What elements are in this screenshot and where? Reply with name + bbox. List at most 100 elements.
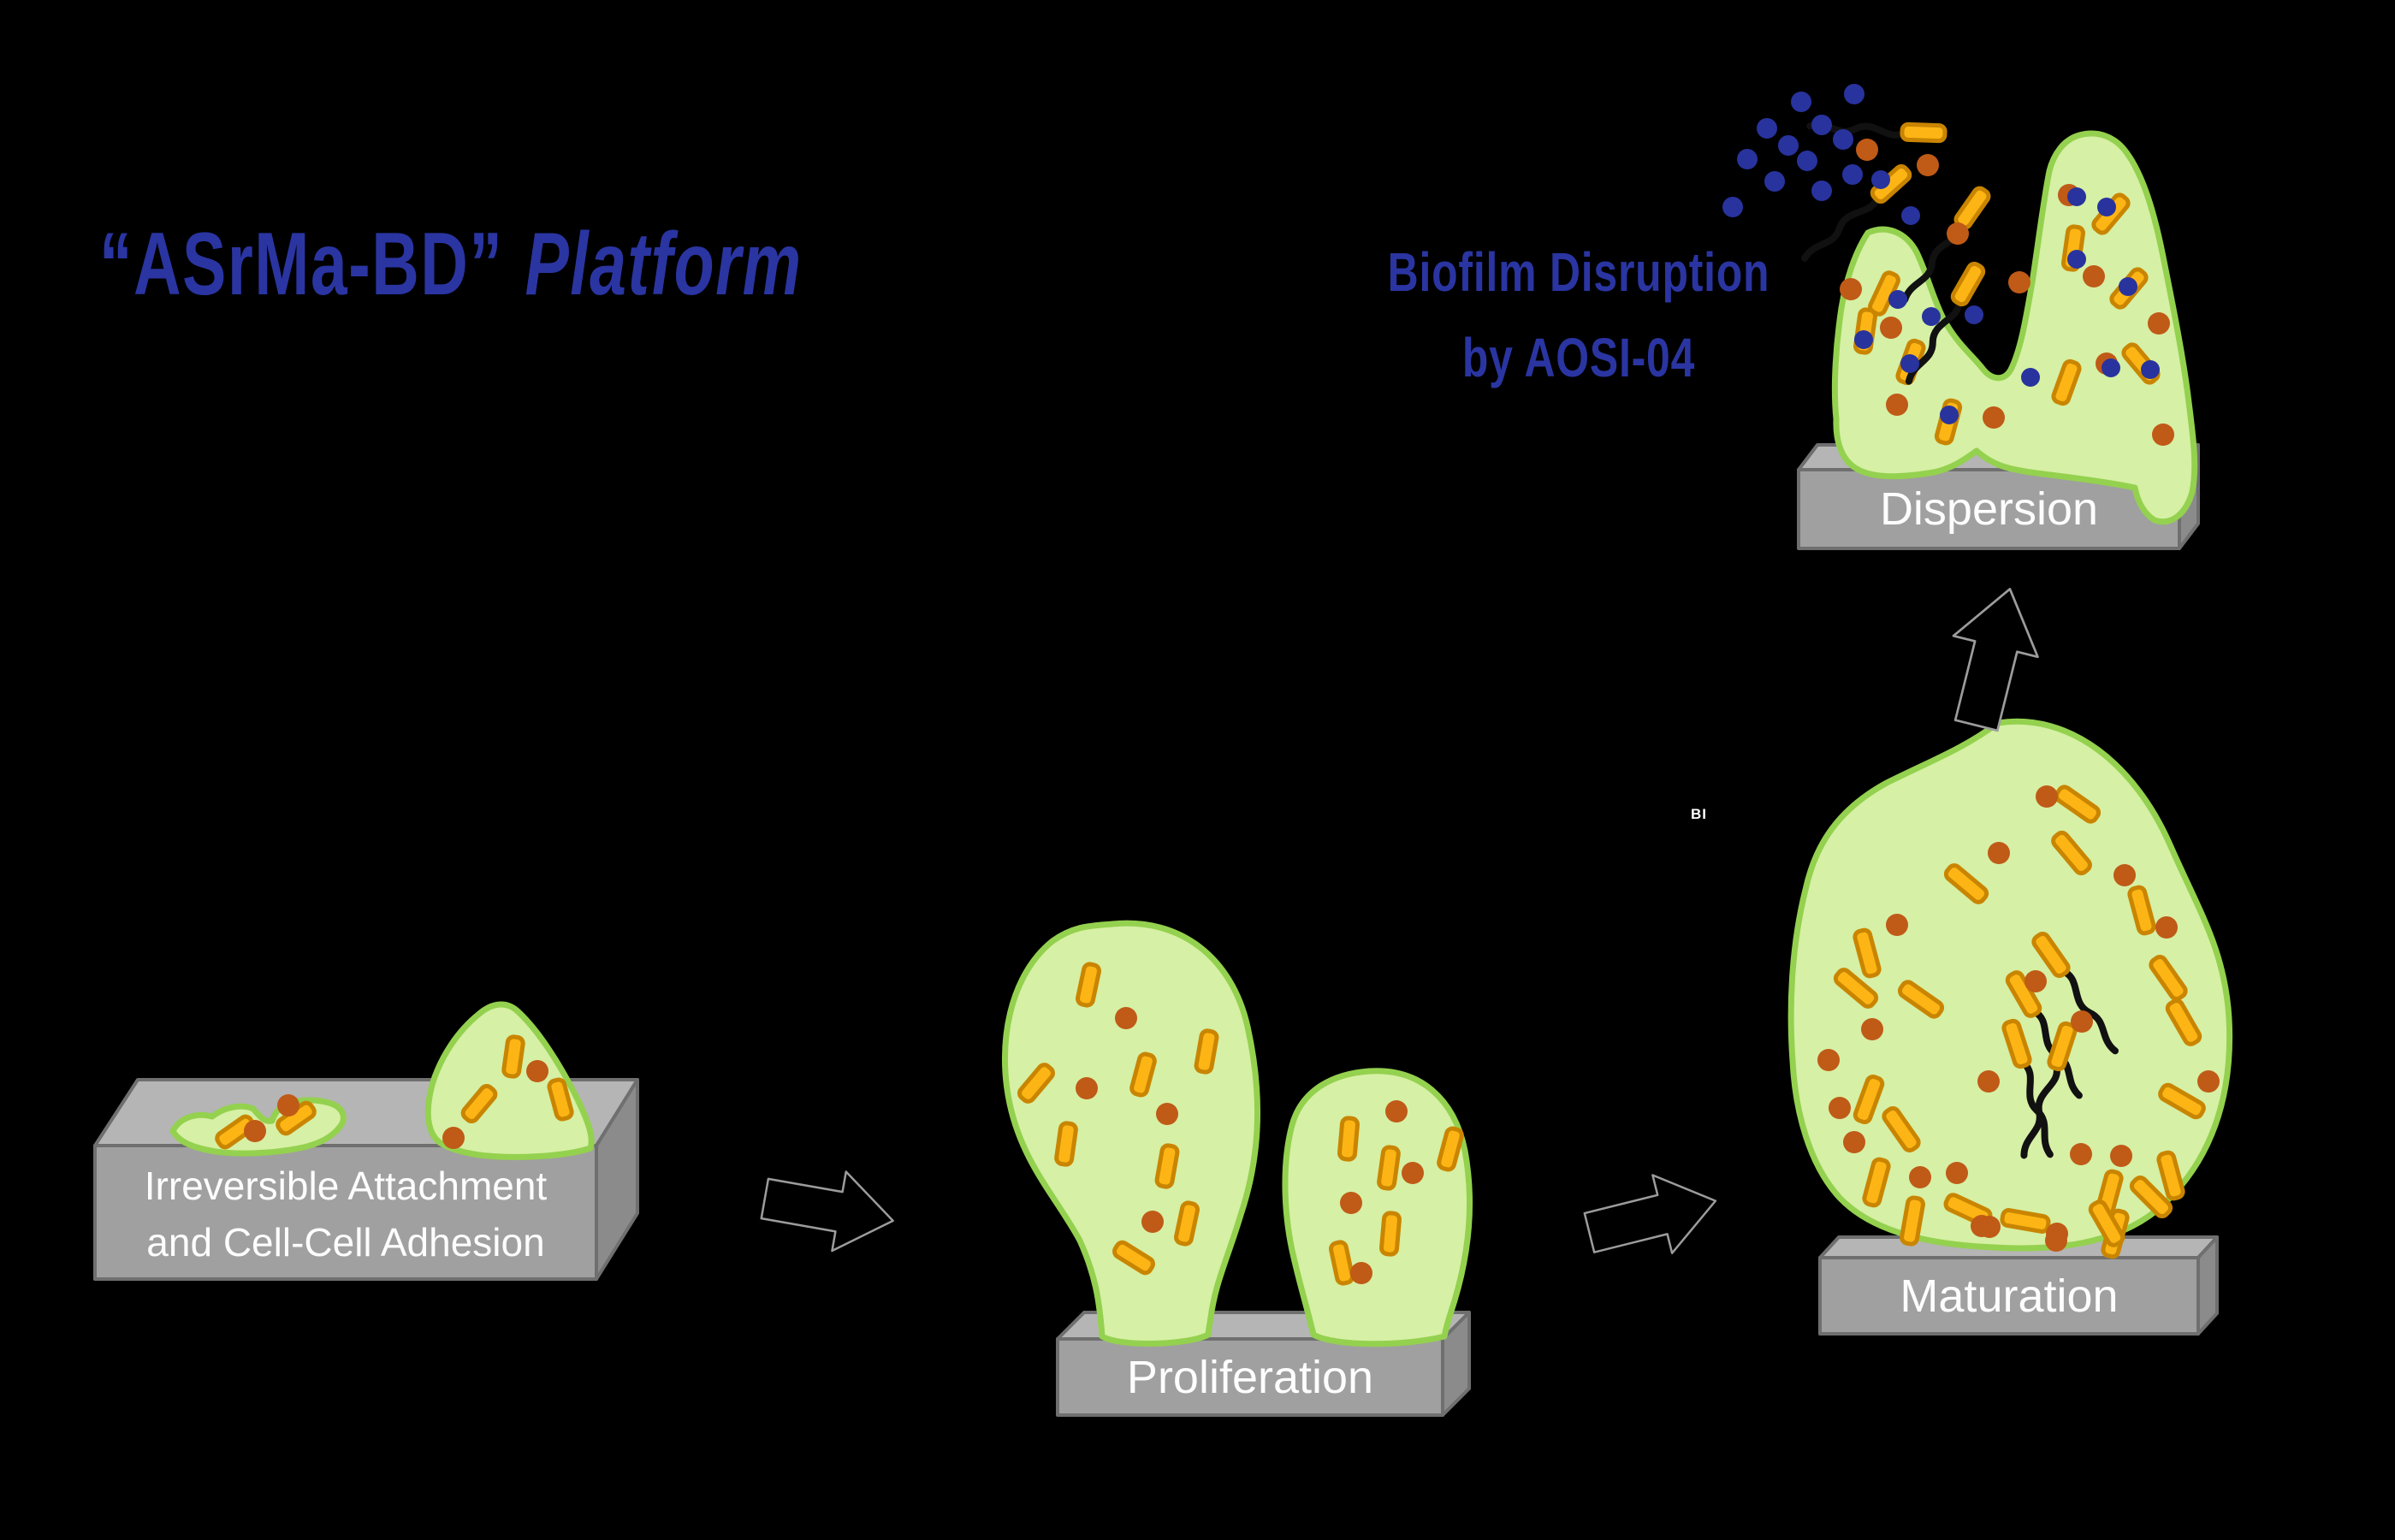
eps-dot-icon	[526, 1060, 548, 1082]
eps-dot-icon	[1385, 1100, 1408, 1122]
dispersion-signal-cloud	[1722, 84, 1864, 217]
bacterium-rod-icon	[1054, 1121, 1078, 1167]
maturation-stage-label: Maturation	[1900, 1270, 2119, 1322]
signal-molecule-dot-icon	[1737, 149, 1758, 169]
bacterium-rod-icon	[1329, 1240, 1355, 1286]
arrow-maturation-to-dispersion	[1952, 588, 2039, 732]
maturation-flagellated-bacteria	[2001, 931, 2119, 1159]
bacterium-rod-icon	[1833, 968, 1879, 1009]
eps-dot-icon	[1977, 1070, 2000, 1093]
signal-molecule-dot-icon	[1871, 170, 1890, 189]
arrow-attachment-to-proliferation	[760, 1170, 894, 1253]
bacterium-rod-icon	[1174, 1200, 1200, 1247]
bacterium-rod-icon	[2149, 954, 2188, 1002]
biofilm-disruption-annotation: Biofilm Disruption by AOSI-04	[1378, 229, 1779, 400]
signal-molecule-dot-icon	[1797, 151, 1817, 171]
bacterium-rod-icon	[1194, 1028, 1219, 1075]
eps-dot-icon	[1817, 1049, 1840, 1071]
proliferation-eps-dots	[1076, 1007, 1424, 1284]
eps-dot-icon	[1340, 1192, 1362, 1214]
bacterium-rod-icon	[1437, 1126, 1464, 1172]
eps-dot-icon	[277, 1094, 299, 1116]
eps-dot-icon	[2152, 424, 2174, 446]
maturation-eps-dots	[1817, 785, 2220, 1252]
signal-molecule-dot-icon	[1854, 330, 1873, 349]
bacterium-rod-icon	[1076, 962, 1101, 1008]
proliferation-stage-label: Proliferation	[1126, 1351, 1374, 1403]
proliferation-biofilm-right	[1282, 1068, 1473, 1348]
bacterium-rod-icon	[2158, 1082, 2206, 1120]
bacterium-rod-icon	[1853, 1075, 1885, 1124]
bacterium-rod-icon	[1862, 1157, 1891, 1208]
signal-molecule-dot-icon	[2067, 187, 2086, 206]
bacterium-rod-icon	[1154, 1143, 1180, 1189]
signal-molecule-dot-icon	[1764, 171, 1785, 192]
maturation-bacteria-rods	[1833, 785, 2206, 1259]
attachment-eps-dots	[244, 1060, 548, 1149]
signal-molecule-dot-icon	[2141, 360, 2160, 379]
eps-dot-icon	[1829, 1097, 1851, 1119]
arrow-proliferation-to-maturation	[1583, 1174, 1717, 1254]
bacterium-rod-icon	[1129, 1051, 1157, 1098]
eps-dot-icon	[1988, 842, 2010, 864]
signal-molecule-dot-icon	[1888, 290, 1907, 309]
eps-dot-icon	[2110, 1145, 2132, 1167]
bacterium-rod-icon	[1853, 927, 1882, 979]
signal-molecule-dot-icon	[1757, 118, 1777, 139]
diagram-title: “ASrMa-BD”Platform	[99, 214, 802, 316]
eps-dot-icon	[1141, 1211, 1164, 1233]
eps-dot-icon	[1886, 914, 1908, 936]
eps-dot-icon	[2070, 1143, 2092, 1165]
eps-dot-icon	[1402, 1162, 1424, 1184]
eps-dot-icon	[1840, 278, 1862, 300]
bacterium-rod-icon	[1112, 1240, 1155, 1276]
annotation-line-2: by AOSI-04	[1461, 327, 1696, 388]
eps-dot-icon	[1350, 1262, 1372, 1284]
signal-molecule-dot-icon	[1811, 181, 1832, 201]
bacterium-rod-icon	[2165, 998, 2202, 1046]
signal-molecule-dot-icon	[1965, 305, 1983, 324]
proliferation-bacteria-rods	[1017, 962, 1464, 1286]
eps-dot-icon	[442, 1127, 465, 1149]
title-platform-word: Platform	[525, 215, 803, 314]
bacterium-rod-icon	[1379, 1211, 1402, 1257]
proliferation-platform-front	[1056, 1337, 1444, 1417]
maturation-platform-front	[1818, 1256, 2200, 1336]
eps-dot-icon	[2046, 1223, 2068, 1245]
signal-molecule-dot-icon	[1811, 115, 1832, 135]
eps-dot-icon	[1115, 1007, 1137, 1029]
signal-molecule-dot-icon	[1844, 84, 1864, 104]
dispersion-eps-dots	[1840, 139, 2174, 446]
signal-molecule-dot-icon	[2067, 250, 2086, 269]
bacterium-rod-icon	[2051, 830, 2092, 876]
eps-dot-icon	[2024, 970, 2047, 992]
signal-molecule-dot-icon	[1778, 135, 1799, 156]
bacterium-rod-icon	[1882, 1105, 1921, 1153]
eps-dot-icon	[1856, 139, 1878, 161]
signal-molecule-dot-icon	[1940, 406, 1959, 424]
eps-dot-icon	[2083, 265, 2105, 287]
bacterium-with-flagellum-icon	[2031, 931, 2119, 1055]
eps-dot-icon	[1983, 406, 2005, 429]
signal-molecule-dot-icon	[2021, 368, 2040, 387]
title-quoted-name: “ASrMa-BD”	[99, 215, 504, 314]
eps-dot-icon	[2148, 312, 2170, 335]
bacterium-rod-icon	[1943, 863, 1989, 904]
eps-dot-icon	[1917, 154, 1939, 176]
bacterium-rod-icon	[2088, 1199, 2125, 1247]
bacterium-rod-icon	[2129, 1175, 2173, 1219]
bacterium-rod-icon	[2054, 785, 2102, 824]
signal-molecule-dot-icon	[1833, 129, 1853, 150]
eps-dot-icon	[1971, 1215, 1993, 1237]
eps-dot-icon	[1861, 1018, 1883, 1040]
attachment-stage-label: Irreversible Attachment and Cell-Cell Ad…	[95, 1146, 596, 1279]
proliferation-biofilm-left	[1001, 920, 1261, 1347]
bacterium-rod-icon	[501, 1034, 525, 1079]
annotation-line-1: Biofilm Disruption	[1387, 241, 1770, 303]
bacterium-rod-icon	[2051, 358, 2082, 406]
eps-dot-icon	[2197, 1070, 2220, 1093]
attachment-label-line-1: Irreversible Attachment	[144, 1164, 548, 1208]
signal-molecule-dot-icon	[1791, 92, 1811, 112]
eps-dot-icon	[2113, 864, 2136, 886]
bacterium-rod-icon	[460, 1083, 498, 1124]
